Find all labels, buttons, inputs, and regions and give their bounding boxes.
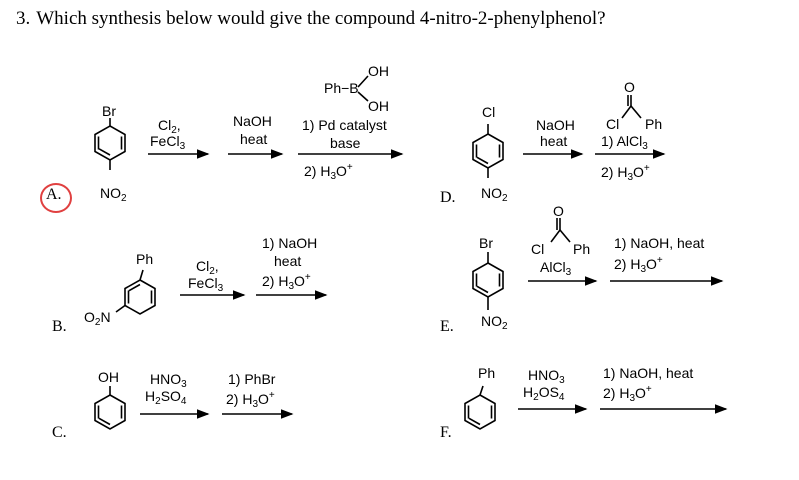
benzene-ring-b bbox=[115, 269, 156, 315]
question-text: Which synthesis below would give the com… bbox=[36, 8, 606, 29]
option-b-step2-line2: heat bbox=[274, 253, 302, 269]
option-a-step3-line3: 2) H3O+ bbox=[304, 162, 353, 182]
question-header: 3.Which synthesis below would give the c… bbox=[16, 8, 606, 30]
option-f-step1-line1: HNO3 bbox=[528, 367, 565, 386]
option-a-step3-line1: 1) Pd catalyst bbox=[302, 117, 387, 133]
option-b-letter: B. bbox=[52, 318, 67, 335]
option-c-step1-line1: HNO3 bbox=[150, 371, 187, 390]
option-b-step1-reagent-line1: Cl2, bbox=[196, 258, 219, 277]
question-number: 3. bbox=[16, 8, 31, 29]
benzene-ring-c bbox=[94, 386, 126, 430]
option-a-step3-line2: base bbox=[330, 135, 361, 151]
boronic-oh-top: OH bbox=[368, 63, 389, 79]
option-a-step1-reagent-line1: Cl2, bbox=[158, 117, 181, 136]
boronic-acid-bonds bbox=[357, 75, 369, 102]
option-a-step2-reagent-line1: NaOH bbox=[233, 113, 272, 129]
option-d-acyl-cl: Cl bbox=[606, 116, 620, 132]
option-d-no2-label: NO2 bbox=[481, 185, 508, 204]
option-a-no2-label: NO2 bbox=[100, 185, 127, 204]
option-b-step2-line3: 2) H3O+ bbox=[262, 272, 311, 292]
option-e-acyl-ph: Ph bbox=[573, 241, 591, 257]
acyl-chloride-bonds-e bbox=[550, 218, 571, 243]
option-e-acyl-cl: Cl bbox=[531, 241, 545, 257]
option-e-step2-line2: 2) H3O+ bbox=[614, 255, 663, 275]
option-d-acyl-o: O bbox=[624, 79, 635, 95]
option-a-letter: A. bbox=[46, 186, 62, 203]
benzene-ring-d bbox=[472, 124, 504, 178]
option-c-step2-line2: 2) H3O+ bbox=[226, 390, 275, 410]
option-a-step2-reagent-line2: heat bbox=[240, 131, 268, 147]
option-f-ph-label: Ph bbox=[478, 365, 496, 381]
option-f-step1-line2: H2OS4 bbox=[523, 384, 565, 403]
benzene-ring-e bbox=[472, 252, 504, 310]
option-b-ph-label: Ph bbox=[136, 251, 154, 267]
option-c-oh-label: OH bbox=[98, 369, 119, 385]
option-d-letter: D. bbox=[440, 189, 456, 206]
option-d-acyl-ph: Ph bbox=[645, 116, 663, 132]
option-e-acyl-o: O bbox=[553, 203, 564, 219]
option-c-letter: C. bbox=[52, 424, 67, 441]
option-b-o2n-label: O2N bbox=[84, 309, 111, 328]
answer-circle bbox=[40, 183, 72, 213]
benzene-ring-f bbox=[464, 385, 496, 430]
option-f-step2-line2: 2) H3O+ bbox=[603, 384, 652, 404]
option-a-br-label: Br bbox=[102, 103, 116, 119]
option-e-br-label: Br bbox=[479, 235, 493, 251]
option-f-letter: F. bbox=[440, 424, 452, 441]
option-e-letter: E. bbox=[440, 318, 454, 335]
option-d-step1-line2: heat bbox=[540, 133, 568, 149]
option-b-step1-reagent-line2: FeCl3 bbox=[188, 275, 224, 294]
option-e-no2-label: NO2 bbox=[481, 313, 508, 332]
boronic-ph-b: Ph−B bbox=[324, 80, 359, 96]
option-e-step1-line: AlCl3 bbox=[540, 259, 572, 278]
option-d-step2-line1: 1) AlCl3 bbox=[601, 133, 648, 152]
acyl-chloride-bonds-d bbox=[621, 95, 642, 119]
benzene-ring-a bbox=[94, 118, 126, 170]
option-f-step2-line1: 1) NaOH, heat bbox=[603, 365, 694, 381]
option-d-step2-line2: 2) H3O+ bbox=[601, 163, 650, 183]
option-a-step1-reagent-line2: FeCl3 bbox=[150, 133, 186, 152]
boronic-oh-bottom: OH bbox=[368, 98, 389, 114]
option-c-step2-line1: 1) PhBr bbox=[228, 371, 276, 387]
option-b-step2-line1: 1) NaOH bbox=[262, 235, 318, 251]
option-c-step1-line2: H2SO4 bbox=[145, 388, 187, 407]
option-d-step1-line1: NaOH bbox=[536, 117, 575, 133]
option-e-step2-line1: 1) NaOH, heat bbox=[614, 235, 705, 251]
option-d-cl-label: Cl bbox=[482, 104, 496, 120]
